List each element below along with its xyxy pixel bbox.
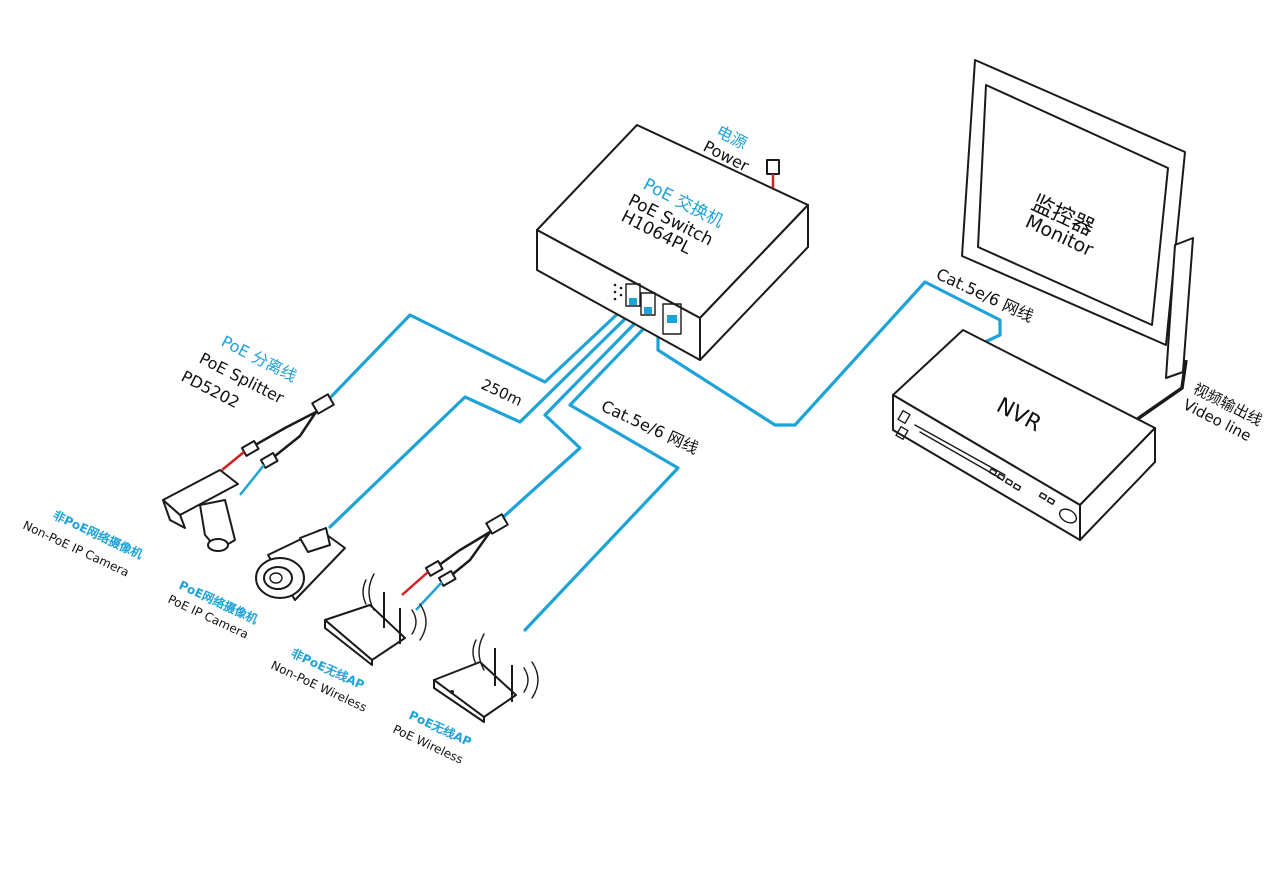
poe-camera (255, 527, 346, 601)
cables (326, 280, 1002, 632)
video-cable (1135, 359, 1188, 422)
nvr-front-buttons (988, 468, 1056, 505)
ap-splitter-nonpoe-ap (324, 513, 509, 666)
poe-switch: PoE 交换机 PoE Switch H1064PL 电源 Power (536, 122, 809, 361)
poe-splitter-camera: PoE 分离线 PoE Splitter PD5202 (162, 332, 335, 552)
splitter-box (311, 393, 335, 415)
cable-switch-to-splitter (326, 302, 630, 402)
cable-switch-to-ap-splitter (498, 316, 642, 522)
cable-switch-to-poe-camera (328, 310, 634, 529)
poe-ap-device (433, 633, 539, 723)
nvr-knob (1058, 508, 1078, 524)
power-connector (766, 159, 780, 188)
nonpoe-camera (162, 469, 239, 552)
cable-switch-to-poe-ap (523, 320, 680, 632)
nonpoe-ap-device (324, 573, 427, 666)
switch-ports (613, 283, 682, 335)
monitor: 监控器 Monitor (961, 59, 1194, 422)
nvr: NVR (892, 329, 1156, 541)
cable-switch-to-nvr (656, 280, 1002, 427)
cable-label-mid: Cat.5e/6 网线 (598, 396, 701, 458)
